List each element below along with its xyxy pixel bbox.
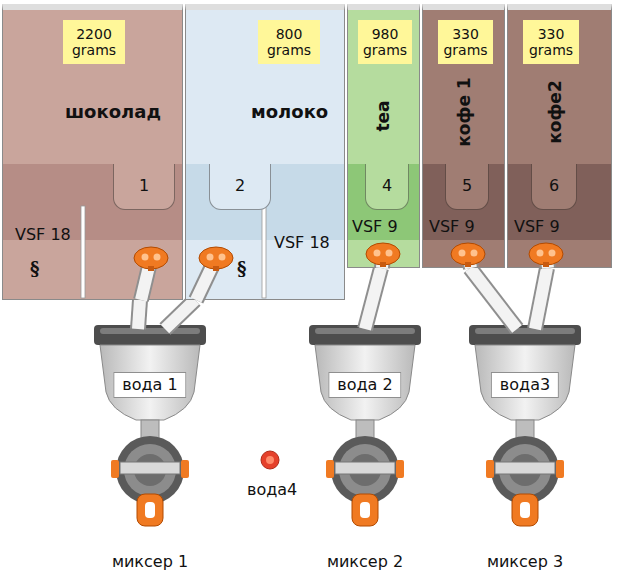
dispenser-code: VSF 9 bbox=[352, 218, 398, 236]
capacity-badge: 980 grams bbox=[358, 20, 412, 64]
ingredient-name: шоколад bbox=[65, 102, 161, 123]
canister-number: 6 bbox=[549, 177, 559, 195]
capacity-text: 330 grams bbox=[440, 26, 491, 58]
water-inlet bbox=[261, 451, 279, 469]
ingredient-canister: шоколадVSF 18 2200 grams 1 bbox=[2, 4, 183, 300]
canister-number-tab: 6 bbox=[531, 164, 577, 210]
dispenser-code: VSF 9 bbox=[514, 218, 560, 236]
mixer-drawing bbox=[309, 325, 421, 526]
chute-outline bbox=[165, 300, 195, 329]
mixer-unit: миксер 1 вода 1 bbox=[90, 325, 210, 577]
capacity-badge: 330 grams bbox=[523, 20, 579, 64]
capacity-badge: 800 grams bbox=[258, 20, 320, 64]
ingredient-name: tea bbox=[374, 100, 394, 131]
ingredient-chute bbox=[535, 268, 547, 329]
water-text: вода 2 bbox=[337, 376, 392, 394]
section-mark: § bbox=[30, 258, 39, 279]
water-label: вода 2 bbox=[328, 372, 401, 398]
water-label: вода 1 bbox=[113, 372, 186, 398]
ingredient-chute bbox=[365, 268, 381, 329]
mixer-caption: миксер 1 bbox=[90, 553, 210, 571]
capacity-text: 330 grams bbox=[525, 26, 577, 58]
canister-number: 4 bbox=[382, 177, 392, 195]
level-rod bbox=[262, 206, 266, 298]
dispenser-code: VSF 18 bbox=[15, 226, 71, 244]
canister-number: 2 bbox=[235, 177, 245, 195]
ingredient-name: молоко bbox=[251, 102, 328, 123]
ingredient-canister: кофе2VSF 9 330 grams 6 bbox=[507, 4, 612, 268]
dispenser-motor bbox=[451, 243, 485, 267]
canister-number: 5 bbox=[462, 177, 472, 195]
dispenser-motor bbox=[366, 243, 400, 267]
chute-path bbox=[365, 268, 381, 329]
mixer-caption: миксер 2 bbox=[305, 553, 425, 571]
canister-number-tab: 4 bbox=[365, 164, 409, 210]
capacity-text: 980 grams bbox=[360, 26, 410, 58]
canister-number-tab: 5 bbox=[445, 164, 489, 210]
canister-number-tab: 1 bbox=[113, 164, 175, 210]
ingredient-chute bbox=[165, 300, 195, 329]
dispenser-code: VSF 18 bbox=[274, 234, 330, 252]
chute-path bbox=[165, 300, 195, 329]
mixer-drawing bbox=[94, 325, 206, 526]
capacity-text: 2200 grams bbox=[65, 26, 123, 58]
chute-outline bbox=[535, 268, 547, 329]
ingredient-chute bbox=[138, 300, 140, 329]
ingredient-name: кофе 1 bbox=[455, 77, 475, 146]
dispenser-motor bbox=[199, 247, 233, 271]
ingredient-canister: teaVSF 9 980 grams 4 bbox=[347, 4, 420, 268]
water-text: вода 1 bbox=[122, 376, 177, 394]
ingredient-canister: молокоVSF 18 800 grams 2 bbox=[185, 4, 345, 300]
capacity-badge: 2200 grams bbox=[63, 20, 125, 64]
mixer-unit: миксер 3 вода3 bbox=[465, 325, 585, 577]
chute-path bbox=[138, 300, 140, 329]
dispenser-motor bbox=[529, 243, 563, 267]
mixer-drawing bbox=[469, 325, 581, 526]
section-mark: § bbox=[237, 258, 246, 279]
capacity-text: 800 grams bbox=[260, 26, 318, 58]
chute-path bbox=[535, 268, 547, 329]
water-inlet-label: вода4 bbox=[247, 480, 297, 499]
ingredient-chute bbox=[470, 268, 517, 329]
mixer-caption: миксер 3 bbox=[465, 553, 585, 571]
canister-number: 1 bbox=[139, 177, 149, 195]
chute-outline bbox=[365, 268, 381, 329]
chute-outline bbox=[470, 268, 517, 329]
canister-number-tab: 2 bbox=[209, 164, 271, 210]
mixer-unit: миксер 2 вода 2 bbox=[305, 325, 425, 577]
level-rod bbox=[81, 206, 85, 298]
ingredient-canister: кофе 1 VSF 9 330 grams 5 bbox=[422, 4, 505, 268]
chute-outline bbox=[138, 300, 140, 329]
dispenser-code: VSF 9 bbox=[429, 218, 475, 236]
water-label: вода3 bbox=[491, 372, 559, 398]
water-text: вода3 bbox=[500, 376, 550, 394]
ingredient-name: кофе2 bbox=[546, 80, 566, 143]
capacity-badge: 330 grams bbox=[438, 20, 493, 64]
dispenser-motor bbox=[134, 247, 168, 271]
chute-path bbox=[470, 268, 517, 329]
